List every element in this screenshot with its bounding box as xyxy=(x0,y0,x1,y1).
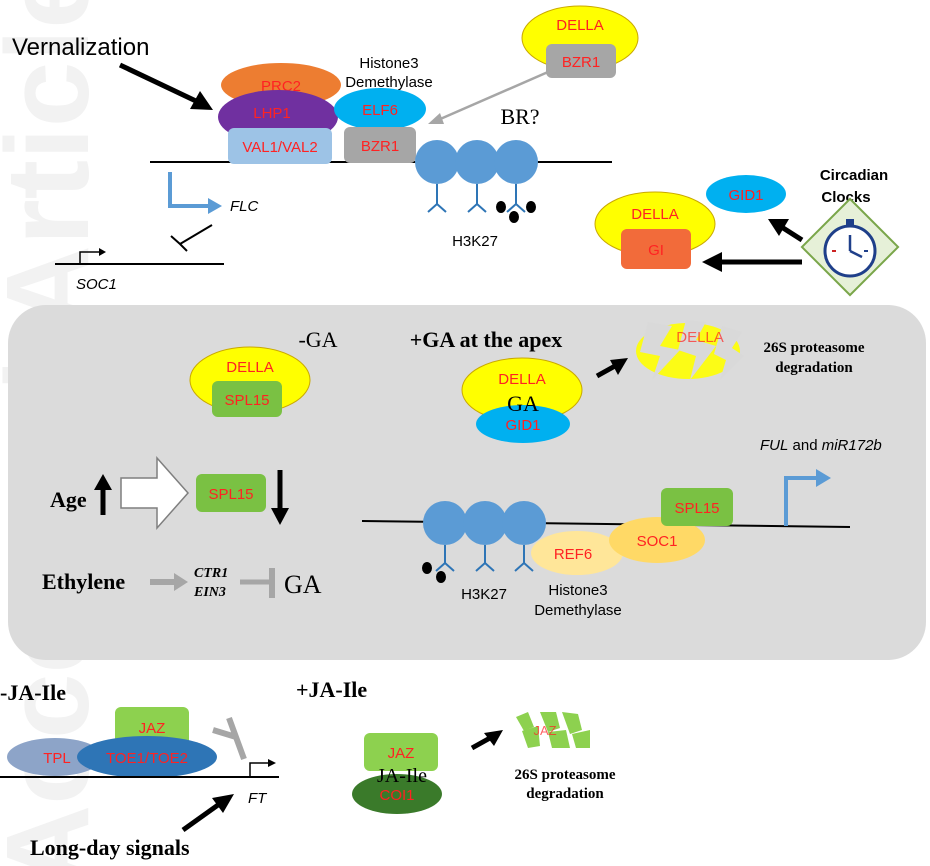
coi1-label: COI1 xyxy=(379,787,414,804)
ft-label: FT xyxy=(248,790,268,807)
long-day-arrow xyxy=(181,794,234,833)
h3k27-nucleosomes-top xyxy=(415,140,538,223)
soc1-protein xyxy=(609,517,705,563)
circadian-label-1: Circadian xyxy=(820,167,888,184)
ref6-label: REF6 xyxy=(554,546,592,563)
spl15-label-b: SPL15 xyxy=(208,486,253,503)
tpl-label: TPL xyxy=(43,750,71,767)
spl15-label-a: SPL15 xyxy=(224,392,269,409)
gi-protein xyxy=(621,229,691,269)
gi-label: GI xyxy=(648,242,664,259)
histone-demethylase-label-1: Histone3 xyxy=(359,55,418,72)
bzr1-to-elf6-arrow xyxy=(428,70,549,124)
spl15-label-c: SPL15 xyxy=(674,500,719,517)
ga-inhibited-label: GA xyxy=(284,570,322,599)
ethylene-arrow xyxy=(150,573,188,591)
ja-ile-label: JA-Ile xyxy=(377,765,427,787)
spl15-protein-a xyxy=(212,381,282,417)
clock-to-gi-arrow xyxy=(702,252,802,272)
degraded-della-label: DELLA xyxy=(676,329,724,346)
bzr1-protein xyxy=(344,127,416,163)
degraded-jaz-fragments xyxy=(516,712,590,748)
demethylase-label-1: Histone3 xyxy=(548,582,607,599)
lhp1-label: LHP1 xyxy=(253,105,291,122)
jaz-proteasome-label-2: degradation xyxy=(526,786,604,802)
della-proteasome-label-2: degradation xyxy=(775,360,853,376)
gid1-label-top: GID1 xyxy=(728,187,763,204)
spl15-protein-c xyxy=(661,488,733,526)
long-day-label: Long-day signals xyxy=(30,835,190,860)
della-bzr1-bzr1 xyxy=(546,44,616,78)
h3k27-label-top: H3K27 xyxy=(452,233,498,250)
flc-promoter-arrow xyxy=(168,172,212,208)
h3k27-label-middle: H3K27 xyxy=(461,586,507,603)
della-bzr1-della-label: DELLA xyxy=(556,17,604,34)
degraded-jaz-label: JAZ xyxy=(533,723,556,738)
h3k27-nucleosomes-middle xyxy=(422,501,546,583)
vernalization-arrow xyxy=(118,62,213,110)
demethylase-label-2: Demethylase xyxy=(534,602,622,619)
clock-to-gid1-arrow xyxy=(768,219,804,243)
coi1-protein xyxy=(352,774,442,814)
ful-gene-name: FUL xyxy=(760,437,788,454)
toe-inhibits-ft xyxy=(212,716,247,761)
jaz-degradation-arrow xyxy=(470,730,503,751)
circadian-label-2: Clocks xyxy=(821,189,870,206)
bzr1-label: BZR1 xyxy=(361,138,399,155)
flc-label: FLC xyxy=(230,198,259,215)
jaz-label-a: JAZ xyxy=(139,720,166,737)
jaz-proteasome-label-1: 26S proteasome xyxy=(515,767,616,783)
minus-ga-label: -GA xyxy=(298,327,337,352)
ethylene-label: Ethylene xyxy=(42,569,125,594)
tpl-protein xyxy=(7,738,103,776)
ctr1-label: CTR1 xyxy=(194,566,228,581)
ein3-label: EIN3 xyxy=(193,585,226,600)
jaz-protein-b xyxy=(364,733,438,771)
age-label: Age xyxy=(50,487,87,512)
plus-ga-label: +GA at the apex xyxy=(410,327,562,352)
ful-target-label: FUL and miR172b xyxy=(760,437,882,454)
soc1-protein-label: SOC1 xyxy=(637,533,678,550)
della-label-a: DELLA xyxy=(226,359,274,376)
soc1-promoter-arrow xyxy=(79,251,100,263)
ful-and-text: and xyxy=(788,437,821,454)
val-label: VAL1/VAL2 xyxy=(242,139,317,156)
della-label-b: DELLA xyxy=(498,371,546,388)
della-bzr1-bzr1-label: BZR1 xyxy=(562,54,600,71)
plus-ja-label: +JA-Ile xyxy=(296,677,367,702)
minus-ja-label: -JA-Ile xyxy=(0,680,66,705)
toe-protein xyxy=(77,736,217,778)
age-to-spl15-arrow xyxy=(120,456,190,530)
spl15-protein-b xyxy=(196,474,266,512)
degraded-della-fragments xyxy=(636,320,744,380)
br-label: BR? xyxy=(500,104,539,129)
vernalization-label: Vernalization xyxy=(12,34,149,61)
elf6-protein xyxy=(334,88,426,130)
toe-label: TOE1/TOE2 xyxy=(106,750,188,767)
elf6-label: ELF6 xyxy=(362,102,398,119)
gid1-protein-top xyxy=(706,175,786,213)
della-proteasome-label-1: 26S proteasome xyxy=(764,340,865,356)
jaz-label-b: JAZ xyxy=(388,745,415,762)
spl15-down-arrow xyxy=(271,470,289,525)
ful-promoter-arrow xyxy=(784,476,818,526)
ref6-protein xyxy=(531,531,623,575)
ein3-inhibits-ga xyxy=(240,568,275,598)
gi-della-label: DELLA xyxy=(631,206,679,223)
flc-inhibition xyxy=(170,224,213,252)
val-protein xyxy=(228,128,332,164)
ft-promoter-arrow xyxy=(249,762,268,776)
circadian-clock-icon xyxy=(800,197,900,297)
soc1-gene-label: SOC1 xyxy=(76,276,117,293)
gid1-protein-middle xyxy=(476,405,570,443)
della-degradation-arrow xyxy=(595,358,628,379)
ga-label-complex: GA xyxy=(507,391,539,416)
histone-demethylase-label-2: Demethylase xyxy=(345,74,433,91)
gid1-label-middle: GID1 xyxy=(505,417,540,434)
age-up-arrow xyxy=(94,474,112,515)
mir172b-gene-name: miR172b xyxy=(822,437,882,454)
